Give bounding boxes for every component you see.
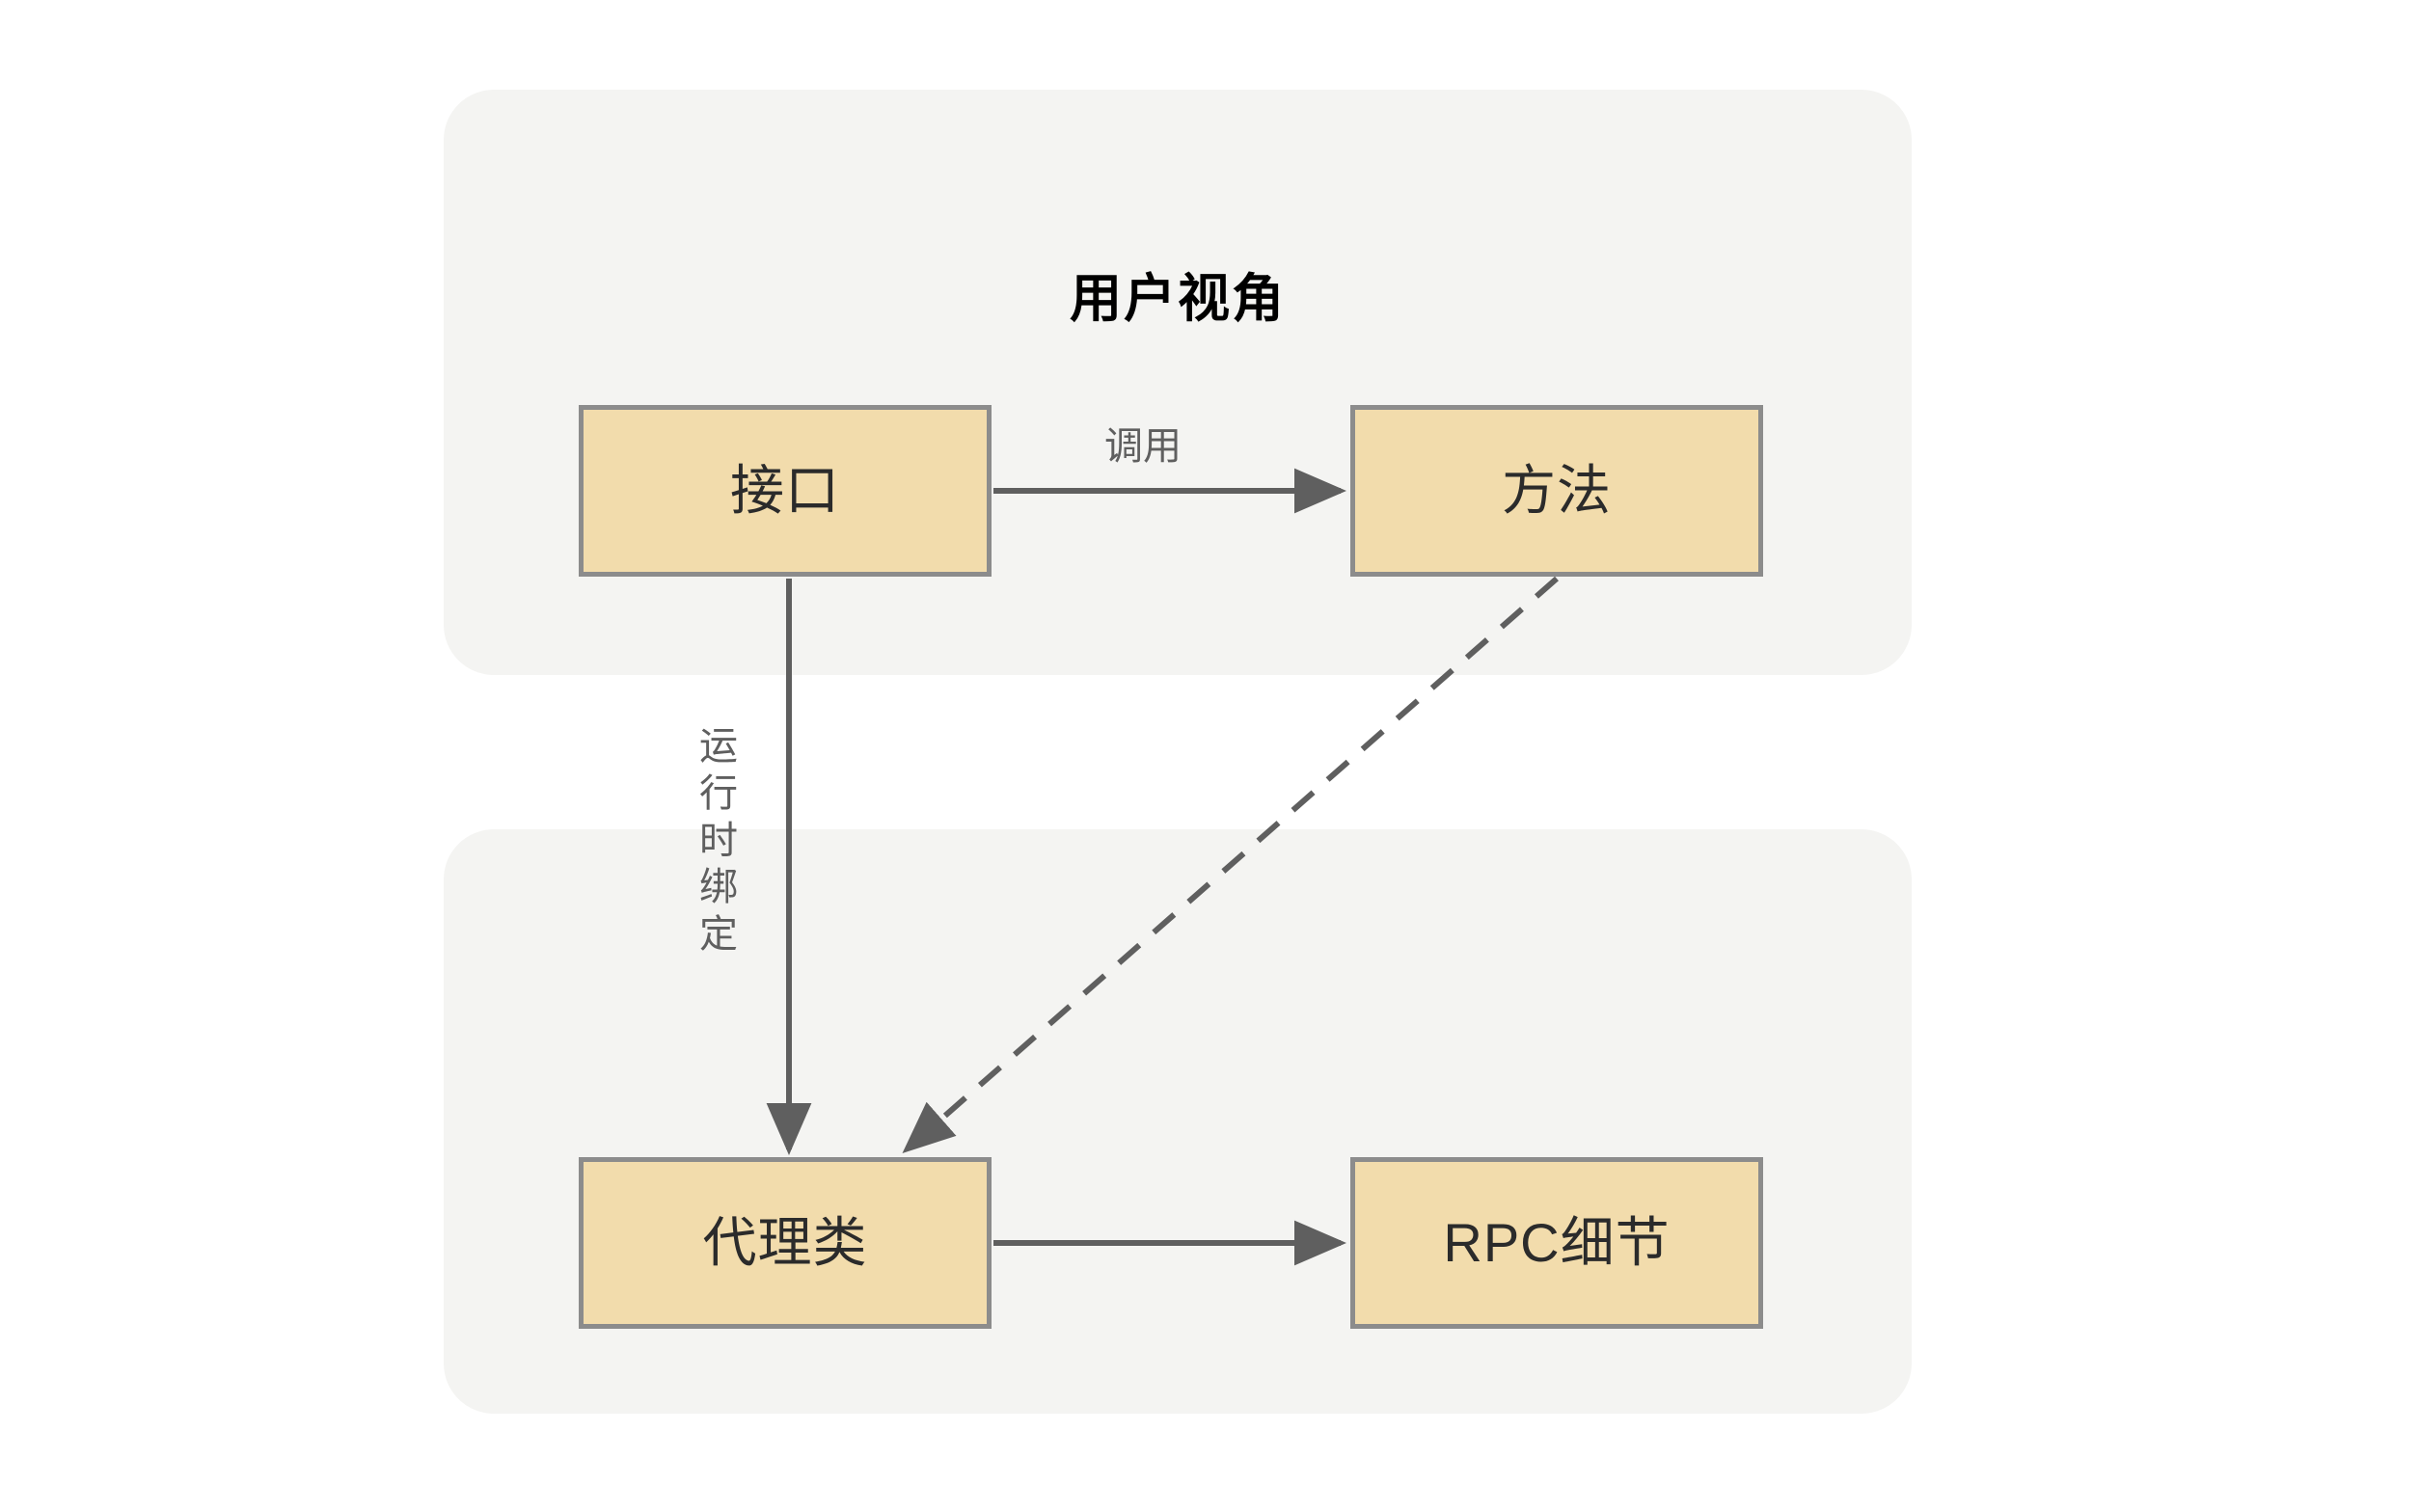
node-interface-label: 接口 [730, 460, 840, 521]
node-rpc-label: RPC细节 [1443, 1212, 1671, 1273]
node-proxy[interactable]: 代理类 [579, 1157, 992, 1329]
edge-label-runtime-bind: 运行时绑定 [699, 725, 738, 957]
edge-label-invoke: 调用 [1104, 425, 1182, 468]
node-proxy-label: 代理类 [702, 1212, 868, 1273]
node-method[interactable]: 方法 [1350, 405, 1763, 577]
node-interface[interactable]: 接口 [579, 405, 992, 577]
node-method-label: 方法 [1502, 460, 1612, 521]
panel-user-view: 用户视角 [444, 90, 1912, 675]
node-rpc[interactable]: RPC细节 [1350, 1157, 1763, 1329]
panel-user-view-title: 用户视角 [1070, 270, 1286, 328]
